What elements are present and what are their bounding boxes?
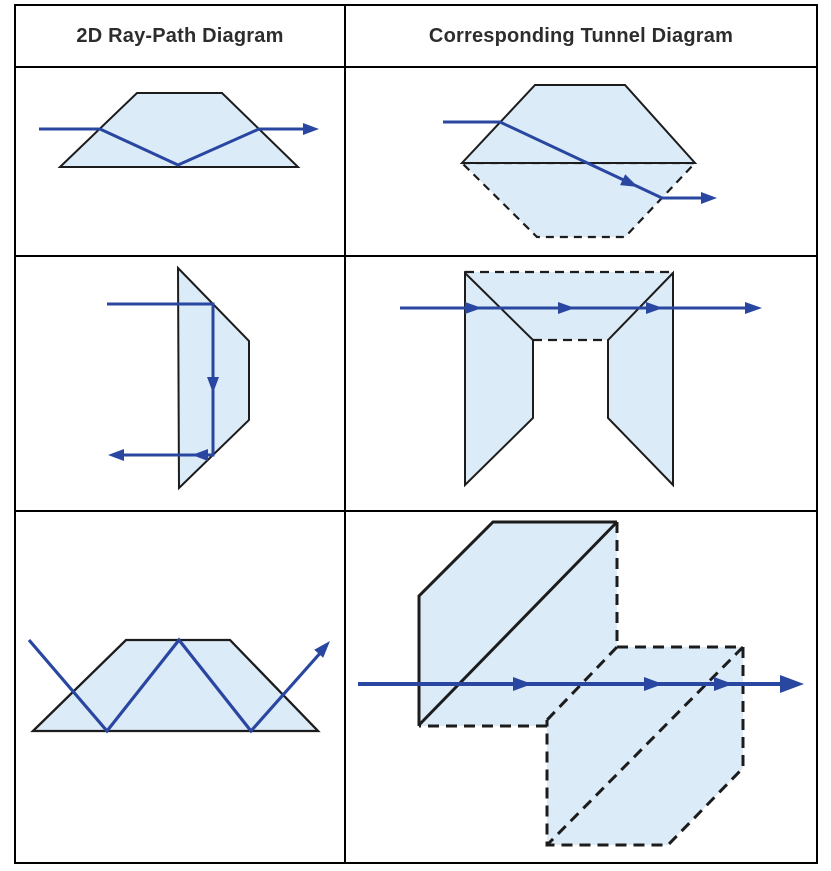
column-header-tunnel-label: Corresponding Tunnel Diagram (428, 24, 734, 47)
dove-prism-ray-path-diagram (39, 92, 319, 168)
porro-prism-ray-path-diagram (107, 265, 250, 491)
cell-row1-ray-path (16, 68, 346, 257)
prism-diagram-table: 2D Ray-Path Diagram Corresponding Tunnel… (14, 4, 818, 864)
cell-row2-tunnel (346, 257, 816, 512)
cell-row3-tunnel (346, 512, 816, 862)
cell-row2-ray-path (16, 257, 346, 512)
porro-prism-tunnel-diagram (400, 270, 762, 488)
w-path-prism-tunnel-diagram (358, 520, 804, 847)
cell-row1-tunnel (346, 68, 816, 257)
column-header-tunnel: Corresponding Tunnel Diagram (346, 6, 816, 68)
column-header-ray-path-label: 2D Ray-Path Diagram (76, 24, 284, 47)
dove-prism-tunnel-diagram (443, 84, 717, 239)
cell-row3-ray-path (16, 512, 346, 862)
column-header-ray-path: 2D Ray-Path Diagram (16, 6, 346, 68)
w-path-prism-ray-path-diagram (27, 637, 330, 734)
